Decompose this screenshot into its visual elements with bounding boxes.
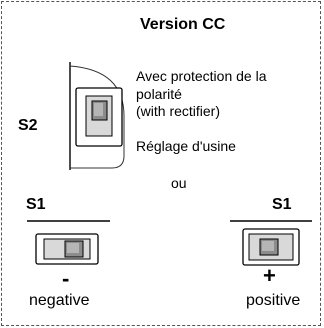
s1-left-label: S1 bbox=[26, 196, 46, 213]
positive-caption: positive bbox=[246, 292, 301, 309]
dashed-frame bbox=[1, 1, 321, 326]
minus-sign: - bbox=[62, 266, 70, 291]
s1-right-label: S1 bbox=[272, 196, 292, 213]
diagram-title: Version CC bbox=[140, 16, 226, 33]
description-line-2: polarité bbox=[136, 86, 182, 102]
factory-setting-label: Réglage d'usine bbox=[136, 138, 236, 154]
s2-switch-profile bbox=[69, 65, 125, 169]
description-line-1: Avec protection de la bbox=[136, 68, 267, 84]
plus-sign: + bbox=[263, 263, 276, 288]
description-line-3: (with rectifier) bbox=[136, 103, 221, 119]
negative-caption: negative bbox=[29, 292, 90, 309]
or-connector: ou bbox=[171, 175, 187, 191]
s2-label: S2 bbox=[18, 117, 38, 134]
